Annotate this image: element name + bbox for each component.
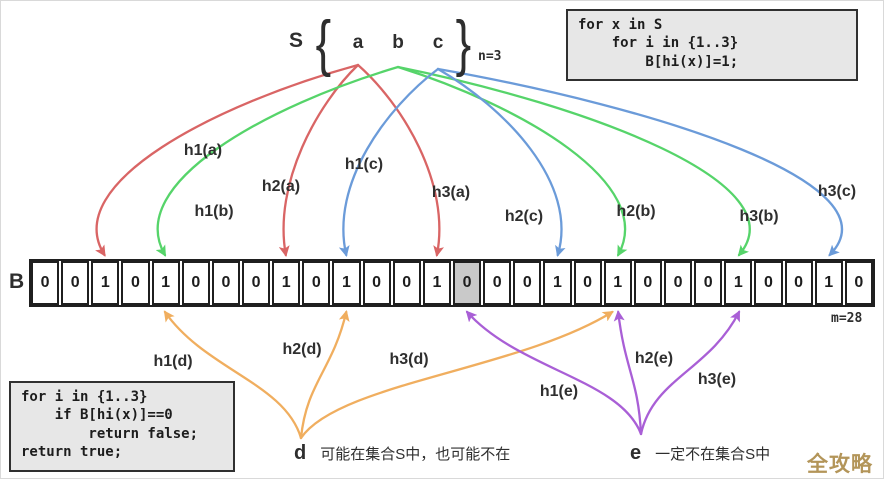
hash-label-h1(a): h1(a) — [183, 142, 223, 159]
bit-cell-11: 1 — [332, 261, 361, 305]
bit-cell-27: 1 — [814, 261, 843, 305]
hash-arrow-h2(e) — [613, 310, 643, 436]
code-line: for x in S — [578, 17, 663, 33]
bit-cell-1: 0 — [31, 261, 60, 305]
code-line: for i in {1..3} — [21, 389, 148, 405]
set-element-a: a — [352, 32, 364, 53]
code-line: return true; — [21, 444, 123, 461]
code-line: return false; — [21, 425, 199, 442]
hash-label-h3(b): h3(b) — [739, 208, 779, 225]
hash-arrow-h3(b) — [396, 65, 751, 257]
bit-cell-2: 0 — [61, 261, 90, 305]
bit-cell-21: 0 — [633, 261, 662, 305]
hash-arrow-h1(c) — [338, 67, 440, 257]
bit-cell-28: 0 — [844, 261, 873, 305]
bit-cell-9: 1 — [272, 261, 301, 305]
caption-d-text: 可能在集合S中，也可能不在 — [320, 446, 511, 463]
hash-label-h1(b): h1(b) — [194, 203, 234, 220]
hash-label-h3(c): h3(c) — [817, 183, 857, 200]
bit-cell-4: 0 — [121, 261, 150, 305]
hash-label-h1(e): h1(e) — [539, 383, 579, 400]
array-size-label: m=28 — [831, 311, 863, 326]
hash-arrow-h2(c) — [436, 67, 566, 257]
hash-label-h2(c): h2(c) — [504, 208, 544, 225]
bit-cell-24: 1 — [724, 261, 753, 305]
close-brace: } — [455, 9, 472, 78]
bit-cell-16: 0 — [483, 261, 512, 305]
watermark: 全攻略 — [807, 453, 873, 476]
hash-arrow-h1(a) — [95, 63, 360, 257]
hash-arrow-h2(a) — [278, 63, 360, 257]
bit-cell-18: 1 — [543, 261, 572, 305]
hash-label-h2(b): h2(b) — [616, 203, 656, 220]
hash-label-h1(c): h1(c) — [344, 156, 384, 173]
bit-cell-25: 0 — [754, 261, 783, 305]
hash-label-h1(d): h1(d) — [153, 353, 193, 370]
bit-cell-23: 0 — [694, 261, 723, 305]
open-brace: { — [315, 9, 332, 78]
bit-cell-12: 0 — [362, 261, 391, 305]
code-line: if B[hi(x)]==0 — [21, 407, 173, 424]
hash-arrow-h1(e) — [465, 310, 643, 436]
set-size-label: n=3 — [478, 49, 502, 64]
hash-arrow-h3(e) — [639, 310, 741, 436]
query-element-e: e — [630, 442, 642, 464]
hash-label-h3(e): h3(e) — [697, 371, 737, 388]
bit-cell-5: 1 — [151, 261, 180, 305]
hash-arrow-h3(d) — [299, 310, 614, 440]
hash-label-h2(a): h2(a) — [261, 178, 301, 195]
bit-cell-15: 0 — [452, 261, 482, 305]
bit-cell-7: 0 — [211, 261, 240, 305]
hash-label-h3(a): h3(a) — [431, 184, 471, 201]
code-line: for i in {1..3} — [578, 35, 739, 52]
hash-label-h2(d): h2(d) — [282, 341, 322, 358]
bit-cell-26: 0 — [784, 261, 813, 305]
caption-e-text: 一定不在集合S中 — [655, 446, 771, 463]
hash-arrow-h3(a) — [356, 63, 445, 257]
bit-cell-6: 0 — [181, 261, 210, 305]
bit-cell-14: 1 — [422, 261, 451, 305]
insert-code-box: for x in S for i in {1..3} B[hi(x)]=1; — [566, 9, 858, 82]
hash-arrow-h2(b) — [396, 65, 628, 257]
bit-cell-13: 0 — [392, 261, 421, 305]
hash-label-h2(e): h2(e) — [634, 350, 674, 367]
hash-arrow-h3(c) — [436, 67, 844, 257]
code-line: B[hi(x)]=1; — [578, 53, 739, 70]
bit-cell-19: 0 — [573, 261, 602, 305]
query-element-d: d — [294, 442, 307, 464]
hash-arrow-h1(b) — [155, 65, 400, 257]
bit-cell-8: 0 — [241, 261, 271, 305]
hash-label-h3(d): h3(d) — [389, 351, 429, 368]
set-element-b: b — [392, 32, 404, 53]
caption-d: d 可能在集合S中，也可能不在 — [294, 442, 510, 465]
set-name: S — [289, 29, 304, 52]
caption-e: e 一定不在集合S中 — [630, 442, 770, 465]
set-element-c: c — [432, 32, 444, 53]
bit-cell-10: 0 — [302, 261, 331, 305]
bit-cell-3: 1 — [91, 261, 120, 305]
bit-cell-22: 0 — [663, 261, 693, 305]
hash-arrow-h2(d) — [299, 310, 350, 440]
array-name: B — [9, 270, 25, 293]
bit-cell-20: 1 — [603, 261, 632, 305]
bit-cell-17: 0 — [513, 261, 542, 305]
query-code-box: for i in {1..3} if B[hi(x)]==0 return fa… — [9, 381, 235, 472]
